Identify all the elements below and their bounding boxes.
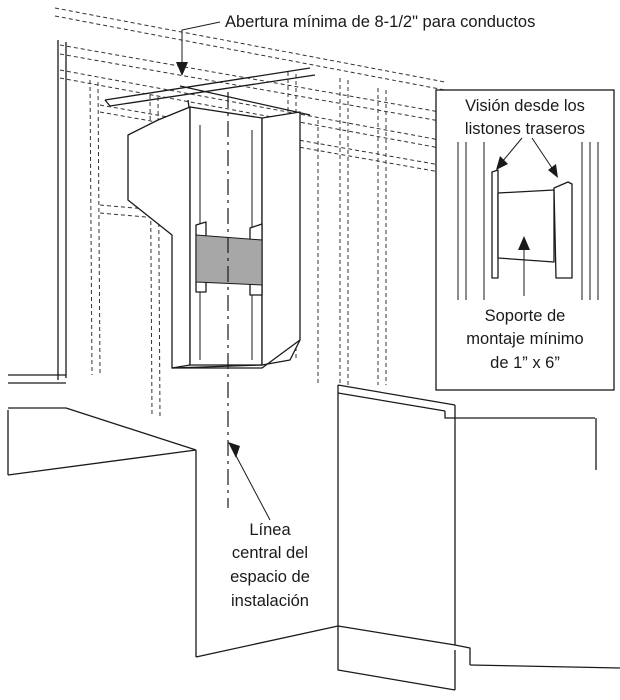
inset-title-line1: Visión desde los (465, 97, 585, 115)
inset-rear-view (435, 89, 615, 391)
centerline-label-line3: espacio de (230, 568, 310, 586)
centerline-label-line2: central del (232, 544, 308, 562)
ceiling-joists (54, 7, 446, 380)
right-counter (337, 384, 620, 691)
inset-title-line2: listones traseros (465, 120, 585, 138)
centerline-callout (228, 442, 271, 521)
duct-opening-label: Abertura mínima de 8-1/2" para conductos (225, 13, 535, 31)
left-wall-and-counter (7, 374, 339, 658)
centerline-label-line4: instalación (231, 592, 309, 610)
support-label-line2: montaje mínimo (466, 330, 583, 348)
range-hood-enclosure (104, 67, 316, 369)
support-label-line3: de 1” x 6” (490, 354, 560, 372)
duct-opening-callout (176, 21, 221, 76)
support-label-line1: Soporte de (485, 307, 566, 325)
mounting-support-main (195, 221, 263, 296)
centerline-label-line1: Línea (249, 521, 291, 539)
